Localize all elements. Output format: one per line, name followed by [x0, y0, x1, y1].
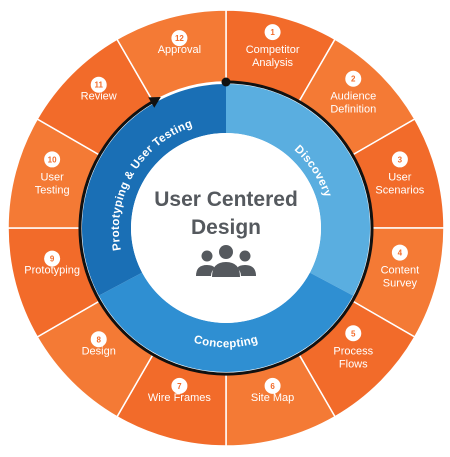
step-label-line: Audience: [330, 91, 376, 103]
step-number-badge: [171, 30, 188, 47]
progress-arc: [78, 80, 374, 376]
phase-segment-concepting: [98, 272, 354, 372]
step-label-line: Survey: [383, 278, 418, 290]
outer-ring: [7, 9, 445, 447]
step-label-line: Scenarios: [375, 184, 424, 196]
center-title-line1: User Centered: [154, 188, 298, 211]
cycle-arrows-icon: [291, 221, 309, 235]
phase-label-concepting-path: Concepting: [192, 334, 259, 351]
step-label-line: Site Map: [251, 392, 294, 404]
step-segment-12: [115, 9, 227, 103]
step-label-line: Prototyping: [24, 265, 80, 277]
step-number: 4: [398, 249, 403, 258]
arc-start-dot: [221, 77, 231, 87]
step-number: 10: [48, 155, 57, 164]
step-number-badge: [44, 250, 61, 267]
step-number: 1: [270, 28, 275, 37]
user-group-icon: [196, 245, 256, 277]
step-number-badge: [391, 244, 408, 261]
step-label-line: Approval: [158, 44, 201, 56]
step-number-badge: [90, 331, 107, 348]
step-label-line: Definition: [330, 104, 376, 116]
step-label-line: Design: [82, 345, 116, 357]
phase-segment-discovery: [226, 84, 370, 296]
cycle-arrows-icon: [217, 143, 235, 157]
step-label-line: Wire Frames: [148, 392, 211, 404]
step-number-badge: [44, 151, 61, 168]
step-label-line: Review: [81, 91, 117, 103]
phase-label-concepting: Concepting: [192, 334, 259, 351]
step-label-line: User: [41, 171, 65, 183]
step-number: 2: [351, 75, 356, 84]
step-number-badge: [171, 377, 188, 394]
cycle-icons: [139, 143, 309, 309]
center-disc: [131, 133, 321, 323]
step-number: 8: [96, 335, 101, 344]
step-number-badge: [264, 24, 281, 41]
step-number: 12: [175, 34, 184, 43]
step-number: 9: [50, 255, 55, 264]
step-label-line: Competitor: [246, 44, 300, 56]
phase-segment-prototyping: [81, 83, 226, 296]
step-number-badge: [345, 70, 362, 87]
arrowhead-icon: [148, 97, 161, 108]
step-label-line: Testing: [35, 184, 70, 196]
step-label-line: Analysis: [252, 57, 293, 69]
step-number: 3: [398, 155, 403, 164]
step-number: 5: [351, 329, 356, 338]
step-number: 6: [270, 382, 275, 391]
cycle-arrows-icon: [217, 295, 235, 309]
step-number-badge: [264, 377, 281, 394]
step-number-badge: [90, 76, 107, 93]
step-label-line: User: [388, 171, 412, 183]
cycle-arrows-icon: [139, 221, 157, 235]
step-number: 7: [177, 382, 182, 391]
step-label-line: Process: [333, 345, 373, 357]
step-label-line: Flows: [339, 358, 368, 370]
step-label-line: Content: [381, 265, 420, 277]
step-number: 11: [94, 81, 103, 90]
step-number-badge: [345, 325, 362, 342]
phase-ring: [81, 83, 370, 372]
step-number-badge: [391, 151, 408, 168]
center-title-line2: Design: [191, 216, 261, 239]
